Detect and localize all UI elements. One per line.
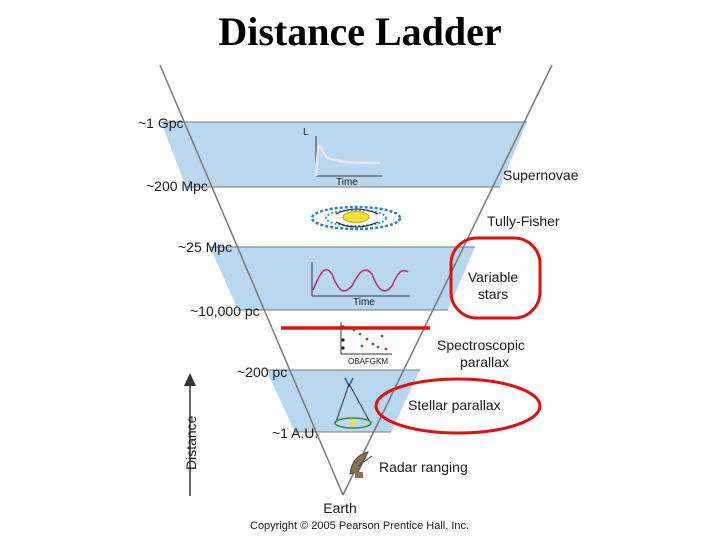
distance-label-25mpc: ~25 Mpc <box>178 239 232 255</box>
method-spectroscopic-line2: parallax <box>460 354 509 370</box>
distance-label-200pc: ~200 pc <box>237 364 287 380</box>
supernova-time-label: Time <box>336 177 358 188</box>
arrow-head-icon <box>184 373 196 386</box>
funnel-right-edge <box>342 64 553 496</box>
method-tully-fisher: Tully-Fisher <box>487 213 560 229</box>
method-spectroscopic-line1: Spectroscopic <box>437 337 525 353</box>
funnel-left-edge <box>159 64 344 496</box>
supernova-y-label: L <box>303 127 309 138</box>
method-stellar-parallax: Stellar parallax <box>408 397 501 413</box>
spiral-galaxy-icon <box>310 205 402 231</box>
hr-diagram-inset: OBAFGKM <box>340 322 392 366</box>
method-radar-ranging: Radar ranging <box>379 459 468 475</box>
band-gpc <box>161 122 527 187</box>
radar-dish-icon <box>349 451 373 478</box>
hr-spectral-class-label: OBAFGKM <box>348 357 388 366</box>
variable-stars-highlight-circle <box>449 236 542 320</box>
stellar-parallax-highlight-ellipse <box>374 377 542 435</box>
method-variable-line1: Variable <box>468 269 519 285</box>
slide-title: Distance Ladder <box>218 9 502 54</box>
earth-label: Earth <box>323 500 356 516</box>
supernova-light-curve-inset: L Time <box>303 127 382 188</box>
distance-label-10000pc: ~10,000 pc <box>190 303 260 319</box>
variable-star-light-curve-inset: Time <box>311 262 410 308</box>
copyright-text: Copyright © 2005 Pearson Prentice Hall, … <box>250 520 469 532</box>
method-supernovae: Supernovae <box>503 167 579 183</box>
distance-label-1gpc: ~1 Gpc <box>138 115 184 131</box>
method-variable-line2: stars <box>478 286 508 302</box>
parallax-triangle-icon <box>334 377 372 429</box>
band-mpc <box>210 247 475 310</box>
distance-label-200mpc: ~200 Mpc <box>146 178 208 194</box>
distance-label-1au: ~1 A.U. <box>272 425 318 441</box>
variable-time-label: Time <box>353 297 375 308</box>
distance-axis-label: Distance <box>183 415 199 470</box>
distance-axis-arrow: Distance <box>183 373 199 496</box>
